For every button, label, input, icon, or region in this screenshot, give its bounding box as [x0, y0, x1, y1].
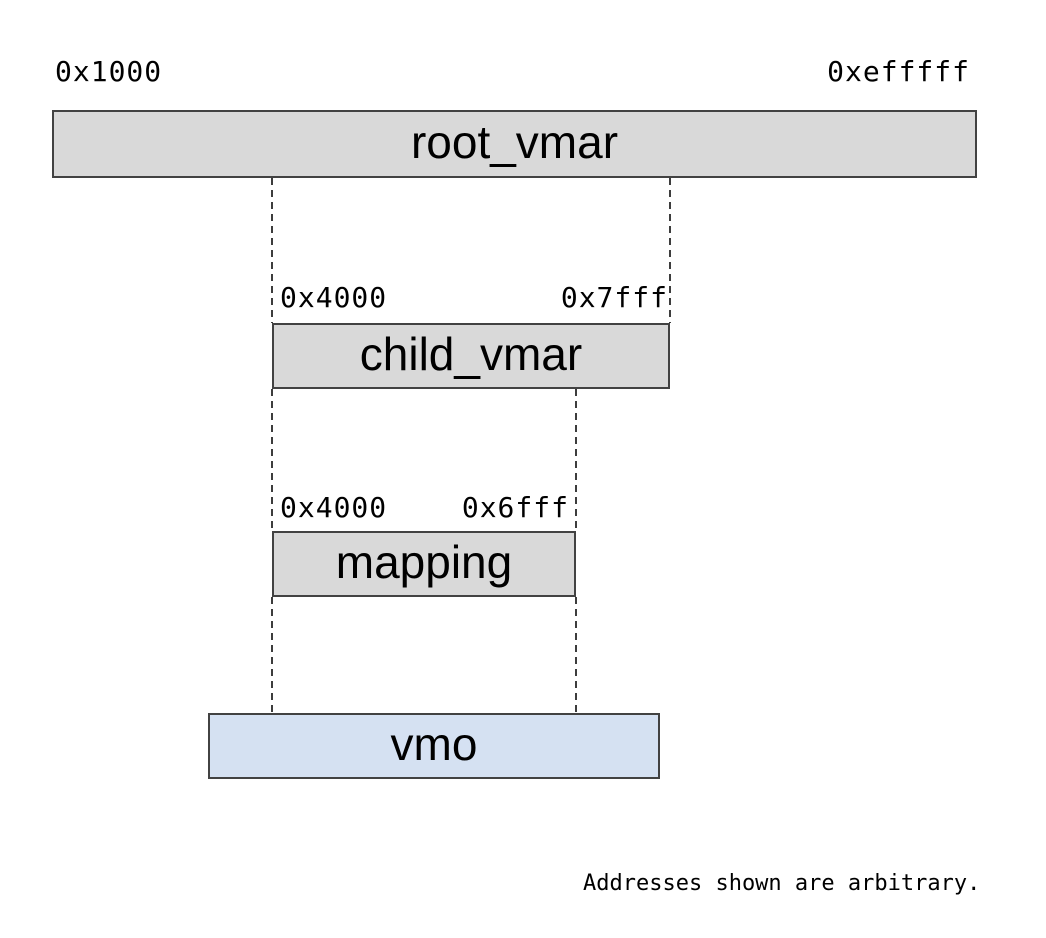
address-label-child-end: 0x7fff [560, 281, 668, 314]
dashed-guide-line-root-right [669, 178, 671, 323]
address-label-child-start: 0x4000 [280, 281, 388, 314]
vmo-box: vmo [208, 713, 660, 779]
child-vmar-label: child_vmar [359, 328, 583, 380]
dashed-guide-line-mapping-left [271, 597, 273, 714]
address-label-root-end: 0xefffff [827, 55, 970, 88]
dashed-guide-line-child-left [271, 389, 273, 531]
mapping-box: mapping [272, 531, 576, 597]
root-vmar-label: root_vmar [410, 116, 619, 168]
address-label-root-start: 0x1000 [55, 55, 163, 88]
child-vmar-box: child_vmar [272, 323, 670, 389]
mapping-label: mapping [335, 536, 513, 588]
root-vmar-box: root_vmar [52, 110, 977, 178]
dashed-guide-line-root-left [271, 178, 273, 323]
address-label-mapping-end: 0x6fff [461, 491, 569, 524]
dashed-guide-line-mapping-right [575, 597, 577, 714]
dashed-guide-line-child-right [575, 389, 577, 531]
address-label-mapping-start: 0x4000 [280, 491, 388, 524]
vmo-label: vmo [390, 718, 478, 770]
footnote-caption: Addresses shown are arbitrary. [583, 871, 981, 896]
